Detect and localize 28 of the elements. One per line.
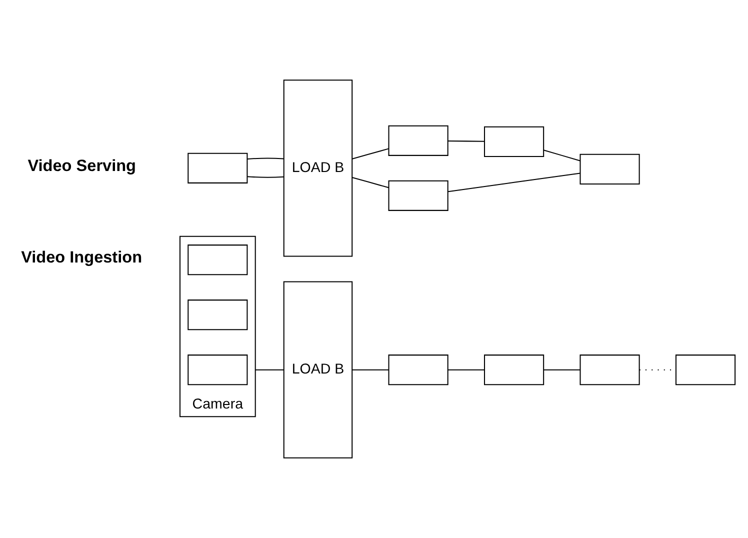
node-box (388, 180, 448, 211)
node-box (388, 354, 448, 386)
connector (247, 158, 284, 160)
node-box (188, 244, 248, 276)
node-box (580, 154, 640, 184)
node-box (675, 354, 736, 386)
node-box: LOAD B (283, 80, 353, 257)
node-box (484, 126, 544, 157)
node-box: LOAD B (283, 281, 353, 458)
cluster: Camera (179, 236, 256, 418)
connector (247, 176, 284, 178)
connector (255, 369, 284, 370)
connector (352, 176, 389, 188)
node-box (188, 152, 248, 184)
connector (352, 369, 389, 370)
connector (448, 172, 580, 192)
connector (544, 150, 580, 162)
node-box (388, 125, 448, 156)
connector (448, 369, 484, 370)
label: Video Serving (28, 157, 136, 176)
node-box (484, 354, 544, 386)
node-box (188, 354, 248, 386)
connector (448, 140, 484, 142)
node-box (580, 354, 640, 386)
label: Video Ingestion (21, 248, 142, 267)
node-box (188, 300, 248, 330)
connector (544, 369, 580, 370)
connector (352, 148, 389, 160)
